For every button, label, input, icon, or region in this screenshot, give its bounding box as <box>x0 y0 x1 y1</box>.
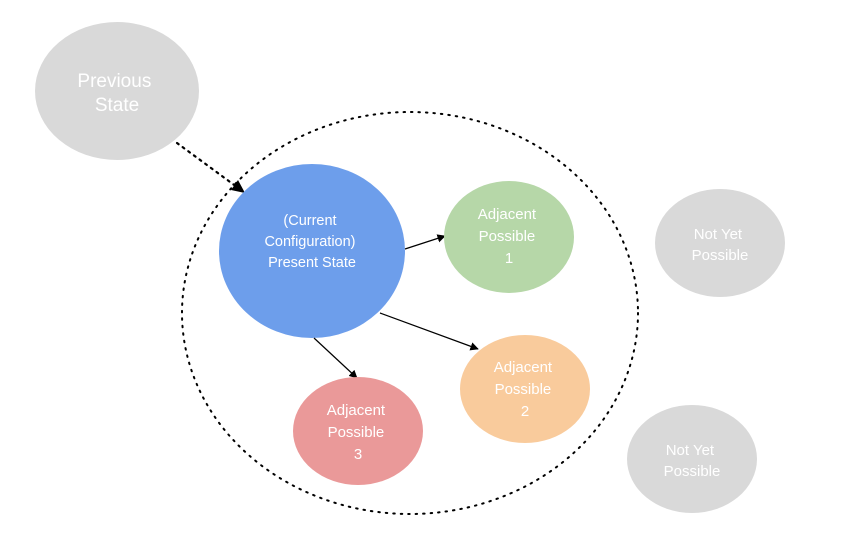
not-yet-possible-2-label-line-1: Not Yet <box>666 442 715 459</box>
present-state-node: (Current Configuration) Present State <box>219 164 405 338</box>
adjacent-possible-1-node: Adjacent Possible 1 <box>444 181 574 293</box>
adjacent-possible-2-label-line-3: 2 <box>521 403 529 420</box>
svg-text:Adjacent Possible: Adjacent Possible 1 <box>478 206 541 267</box>
previous-state-label-line-1: Previous <box>77 71 151 92</box>
not-yet-possible-2-label-line-2: Possible <box>664 463 721 480</box>
not-yet-possible-2-shape <box>627 405 757 513</box>
svg-text:Not Yet Possible: Not Yet Possible <box>692 226 749 264</box>
not-yet-possible-2-node: Not Yet Possible <box>627 405 757 513</box>
adjacent-possible-3-node: Adjacent Possible 3 <box>293 377 423 485</box>
not-yet-possible-1-label-line-1: Not Yet <box>694 226 743 243</box>
previous-to-present-arrowhead <box>231 180 245 193</box>
not-yet-possible-1-node: Not Yet Possible <box>655 189 785 297</box>
svg-text:Not Yet Possible: Not Yet Possible <box>664 442 721 480</box>
adjacent-possible-boundary <box>181 111 639 515</box>
present-state-label-line-3: Present State <box>268 255 356 271</box>
adjacent-possible-1-label-line-1: Adjacent <box>478 206 537 223</box>
adjacent-possible-1-label-line-3: 1 <box>505 250 513 267</box>
previous-state-shape <box>35 22 199 160</box>
previous-state-label-line-2: State <box>95 95 139 116</box>
adjacent-possible-1-shape <box>444 181 574 293</box>
adjacent-possible-2-shape <box>460 335 590 443</box>
svg-text:Previous State: Previous State <box>77 71 156 116</box>
present-to-adjacent-3-arrow <box>313 337 358 379</box>
present-state-shape <box>219 164 405 338</box>
adjacent-possible-1-label-line-2: Possible <box>479 228 536 245</box>
not-yet-possible-1-label-line-2: Possible <box>692 247 749 264</box>
present-state-label-line-1: (Current <box>283 213 336 229</box>
not-yet-possible-1-shape <box>655 189 785 297</box>
adjacent-possible-2-label-line-2: Possible <box>495 381 552 398</box>
present-to-adjacent-2-arrow <box>379 312 479 351</box>
svg-text:Adjacent Possible: Adjacent Possible 2 <box>494 359 557 420</box>
adjacent-possible-3-label-line-1: Adjacent <box>327 402 386 419</box>
adjacent-possible-3-label-line-3: 3 <box>354 446 362 463</box>
present-state-label-line-2: Configuration) <box>264 234 355 250</box>
svg-text:(Current Configuration): (Current Configuration) Present State <box>264 213 359 271</box>
adjacent-possible-3-label-line-2: Possible <box>328 424 385 441</box>
svg-text:Adjacent Possible: Adjacent Possible 3 <box>327 402 390 463</box>
adjacent-possible-2-label-line-1: Adjacent <box>494 359 553 376</box>
previous-state-node: Previous State <box>35 22 199 160</box>
previous-to-present-arrow <box>175 141 243 192</box>
adjacent-possible-2-node: Adjacent Possible 2 <box>460 335 590 443</box>
present-to-adjacent-1-arrow <box>404 234 446 250</box>
adjacent-possible-3-shape <box>293 377 423 485</box>
